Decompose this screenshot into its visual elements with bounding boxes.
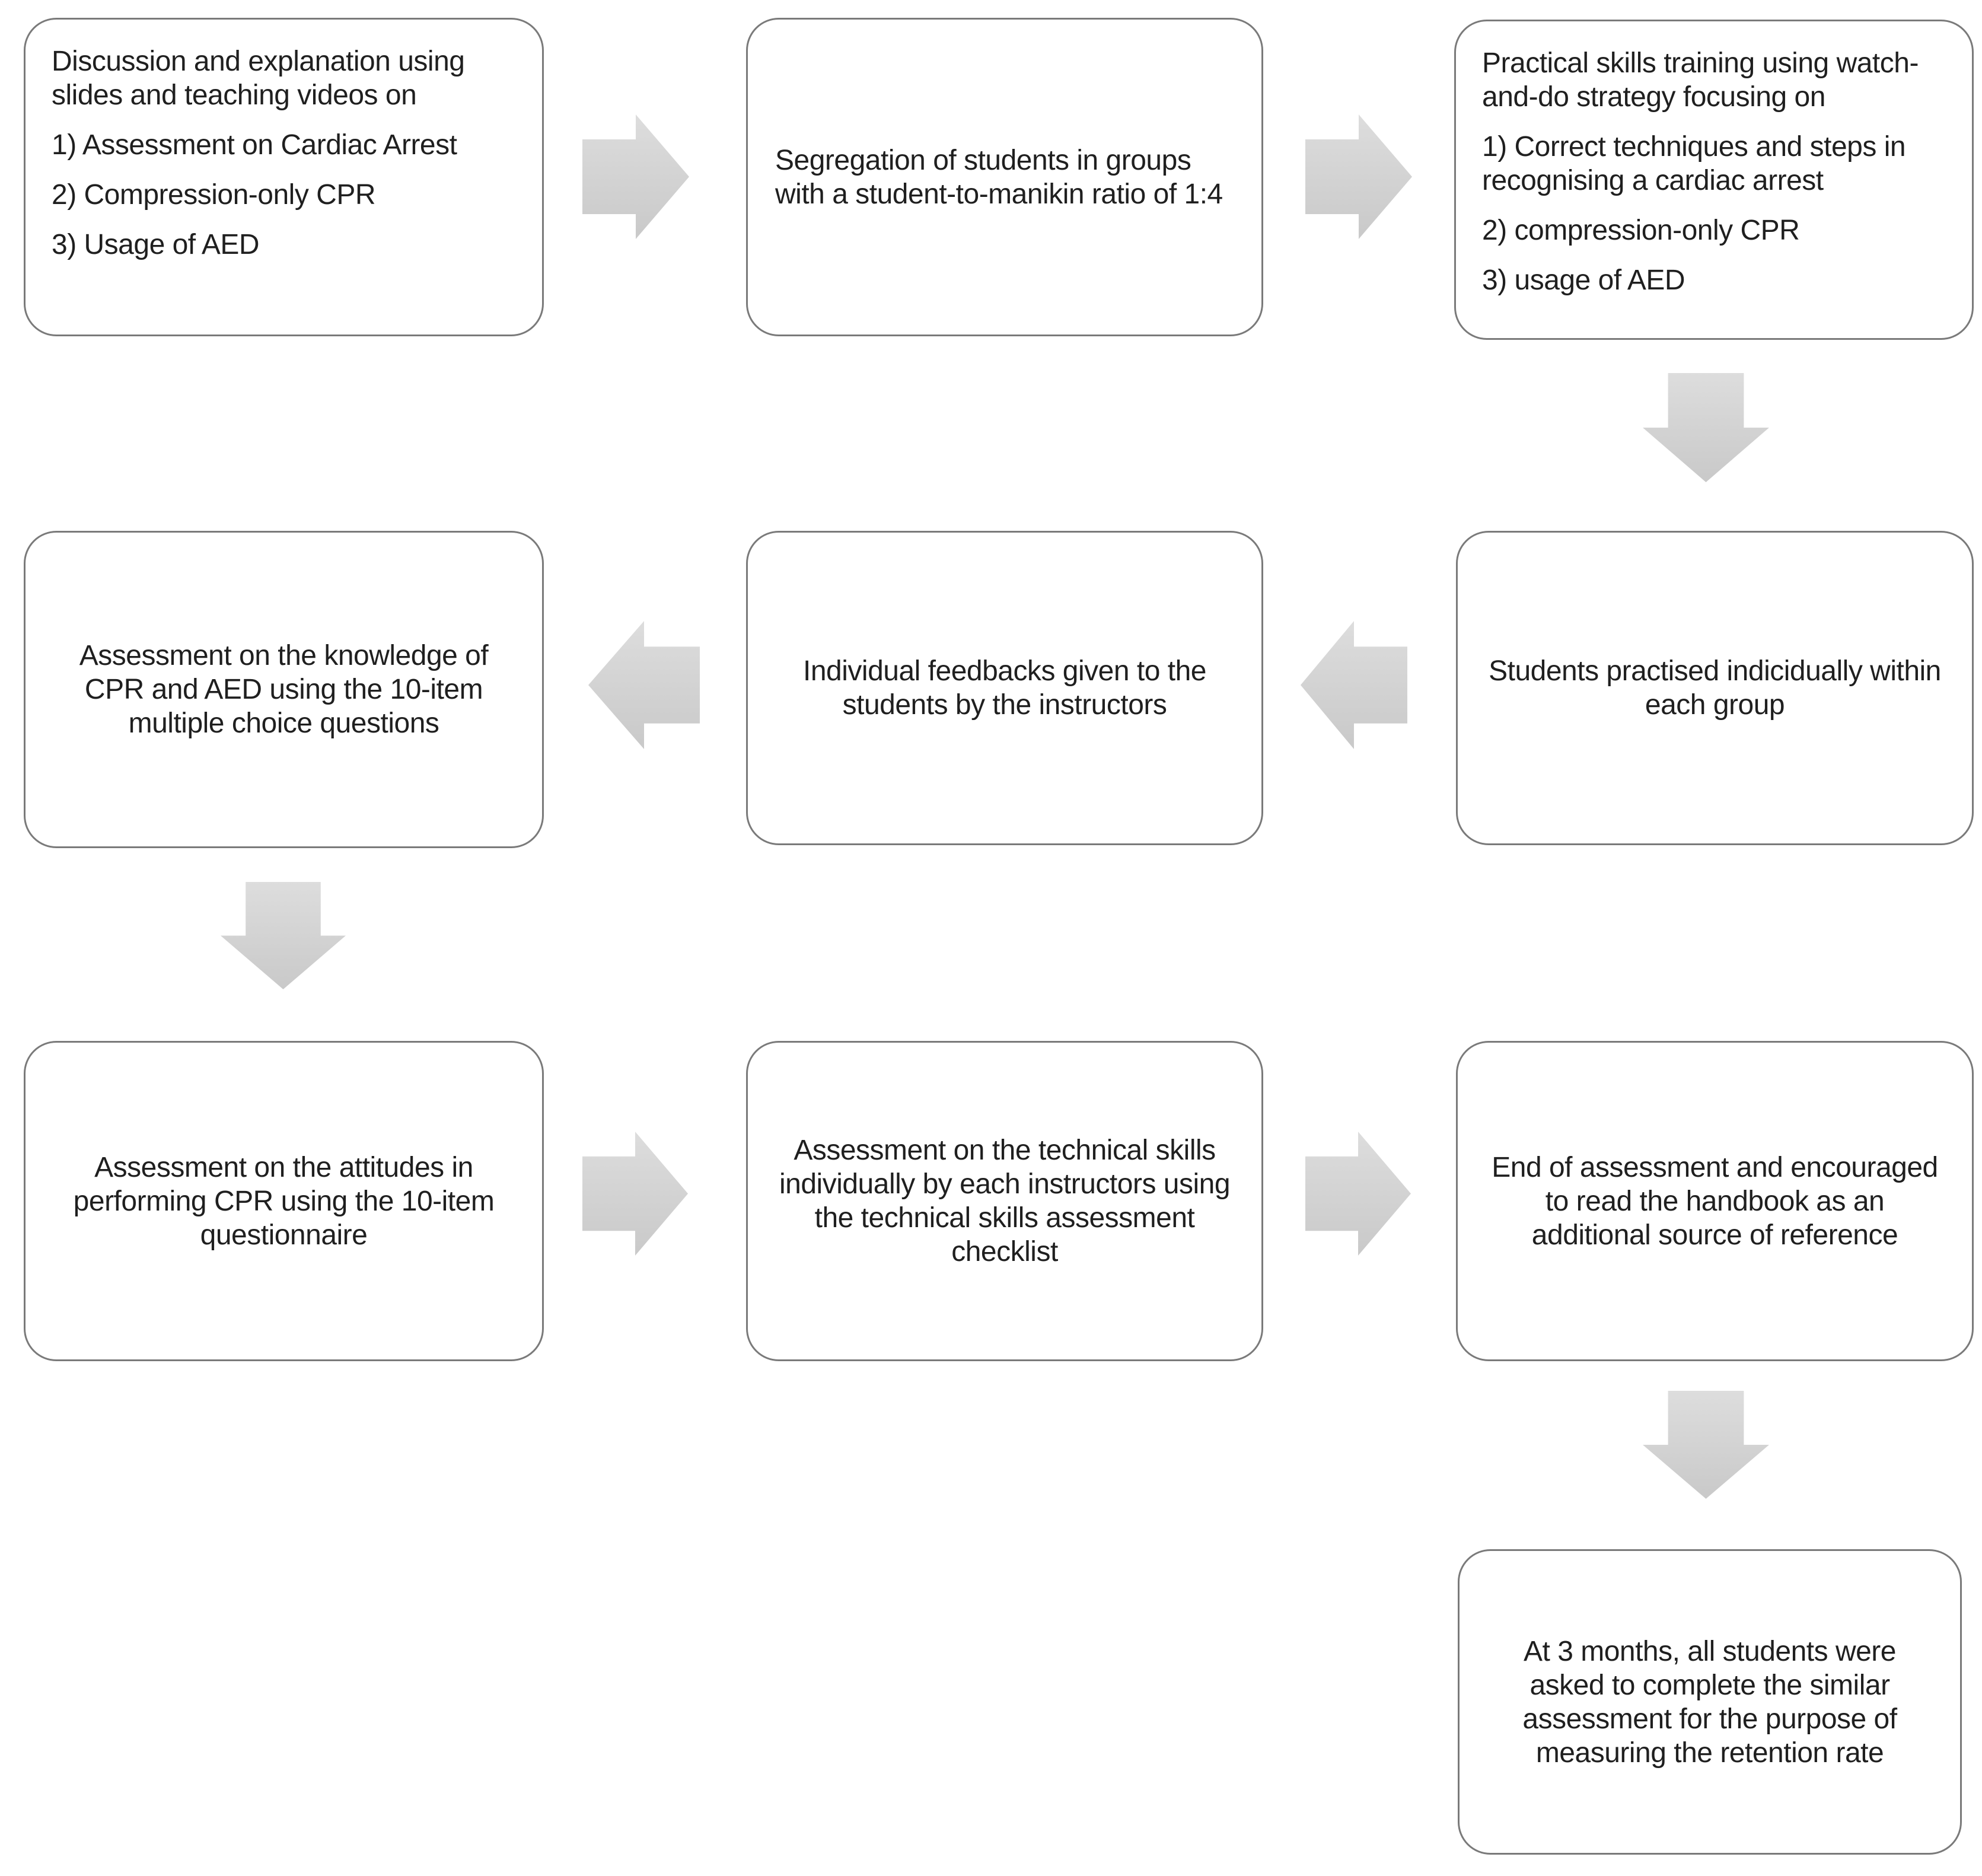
arrow-right-icon [582, 114, 689, 239]
step-text: Assessment on the knowledge of CPR and A… [79, 640, 489, 739]
step-text: 2) Compression-only CPR [52, 179, 376, 211]
step-text: 3) Usage of AED [52, 229, 260, 260]
step-text: Assessment on the technical skills indiv… [779, 1135, 1231, 1267]
step-text: Discussion and explanation using slides … [52, 46, 465, 111]
step-text: Practical skills training using watch-an… [1482, 47, 1919, 113]
step-text: At 3 months, all students were asked to … [1522, 1635, 1897, 1769]
arrow-down-icon [1643, 1391, 1769, 1499]
flow-step-10: At 3 months, all students were asked to … [1458, 1549, 1962, 1855]
flow-step-4: Students practised indicidually within e… [1456, 531, 1974, 845]
step-text: End of assessment and encouraged to read… [1492, 1151, 1938, 1251]
arrow-right-icon [582, 1132, 688, 1256]
step-text: Assessment on the attitudes in performin… [73, 1151, 495, 1251]
arrow-left-icon [1301, 621, 1407, 749]
flow-step-5: Individual feedbacks given to the studen… [746, 531, 1263, 845]
arrow-right-icon [1305, 114, 1412, 239]
flow-step-8: Assessment on the technical skills indiv… [746, 1041, 1263, 1361]
flow-step-6: Assessment on the knowledge of CPR and A… [24, 531, 544, 848]
step-text: 3) usage of AED [1482, 265, 1685, 296]
arrow-down-icon [221, 882, 346, 989]
arrow-left-icon [588, 621, 700, 749]
step-text: Individual feedbacks given to the studen… [803, 655, 1206, 721]
step-text: Students practised indicidually within e… [1489, 655, 1941, 721]
flow-step-3: Practical skills training using watch-an… [1454, 20, 1974, 340]
flow-step-7: Assessment on the attitudes in performin… [24, 1041, 544, 1361]
arrow-down-icon [1643, 373, 1769, 482]
step-text: 1) Assessment on Cardiac Arrest [52, 129, 457, 161]
flow-step-1: Discussion and explanation using slides … [24, 18, 544, 336]
arrow-right-icon [1305, 1132, 1411, 1256]
flow-step-2: Segregation of students in groups with a… [746, 18, 1263, 336]
step-text: 2) compression-only CPR [1482, 215, 1800, 246]
flow-step-9: End of assessment and encouraged to read… [1456, 1041, 1974, 1361]
step-text: 1) Correct techniques and steps in recog… [1482, 131, 1906, 196]
step-text: Segregation of students in groups with a… [775, 144, 1223, 210]
